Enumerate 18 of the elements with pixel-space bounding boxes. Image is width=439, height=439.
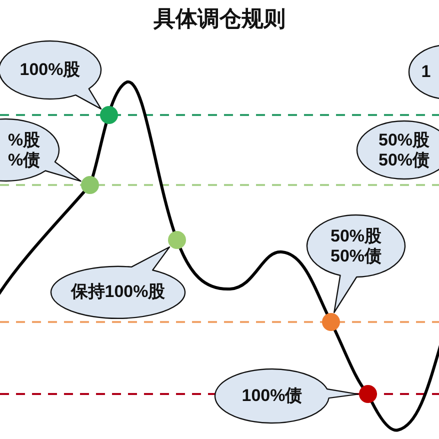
marker-dot [359, 385, 377, 403]
marker-dot [100, 106, 118, 124]
marker-dot [168, 231, 186, 249]
marker-dot [81, 176, 99, 194]
speech-bubble [306, 214, 406, 314]
speech-bubble [50, 246, 186, 319]
bubble-label: 100%股 [20, 60, 80, 80]
speech-bubble [356, 120, 439, 180]
speech-bubble [214, 368, 359, 424]
bubble-label: %股 %债 [8, 130, 40, 170]
marker-dot [322, 313, 340, 331]
speech-bubble [0, 40, 102, 110]
bubble-label: 50%股 50%债 [378, 130, 430, 170]
bubble-label: 保持100%股 [70, 282, 166, 302]
bubble-label: 50%股 50%债 [330, 226, 382, 266]
diagram-title: 具体调仓规则 [152, 5, 286, 33]
bubble-label: 100%债 [242, 386, 302, 406]
bubble-label: 1 [421, 62, 431, 82]
